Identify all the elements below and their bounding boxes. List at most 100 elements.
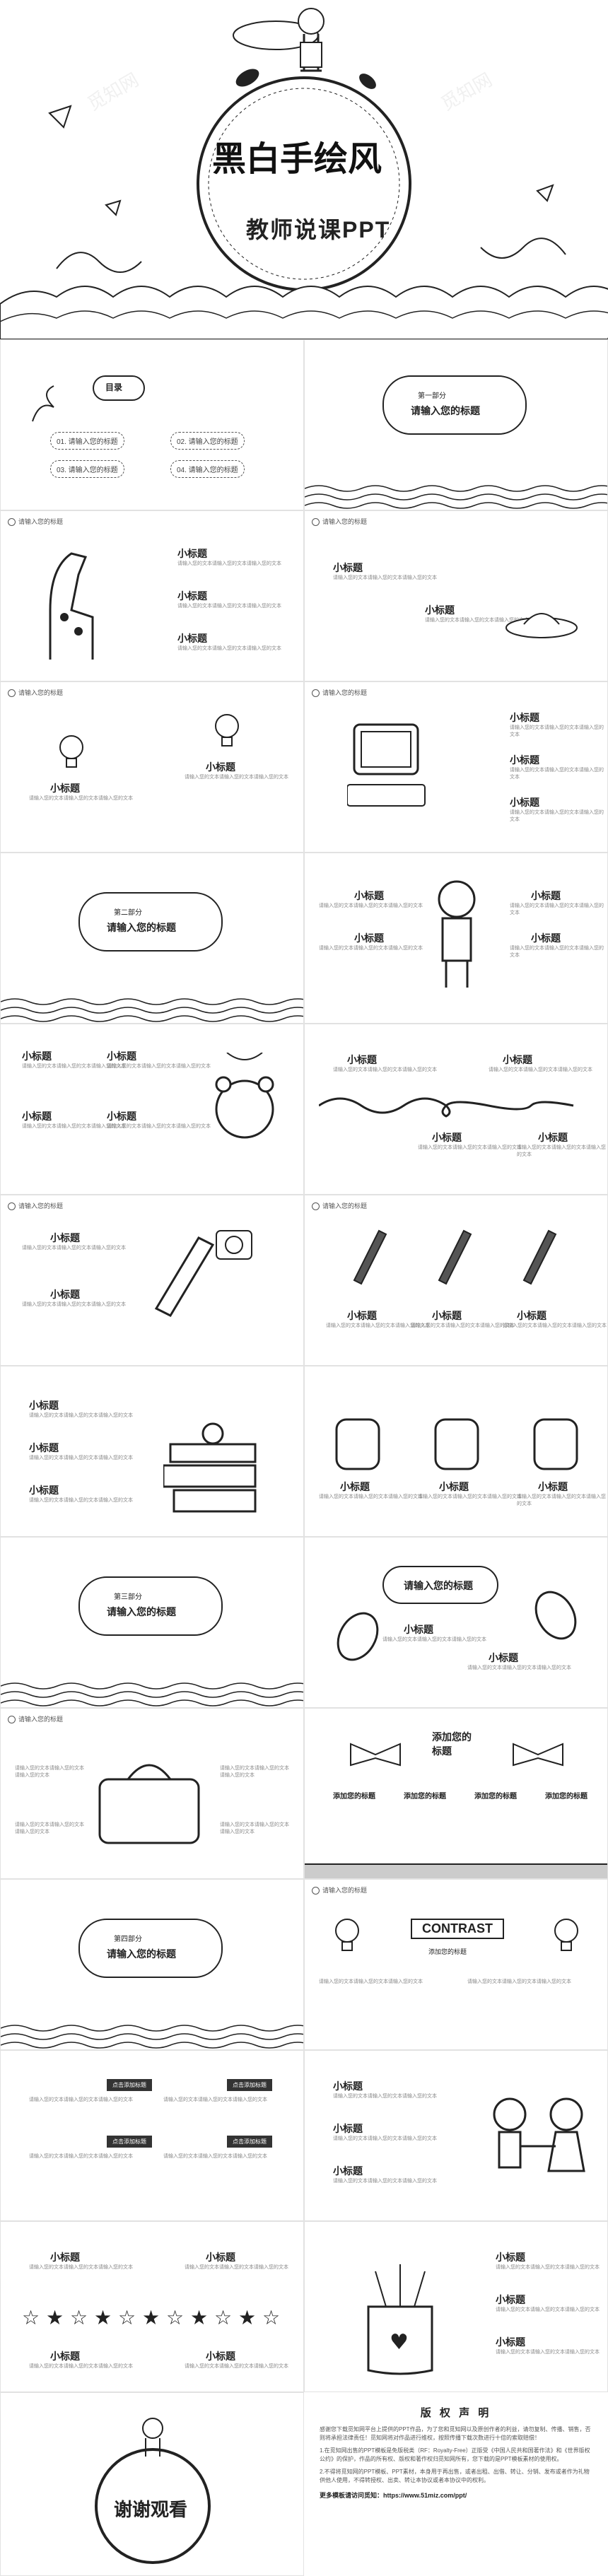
lightbulb-icon — [215, 714, 239, 747]
body-text: 请输入您的文本请输入您的文本请输入您的文本 — [326, 1323, 430, 1328]
body-text: 请输入您的文本请输入您的文本请输入您的文本 — [177, 561, 281, 566]
body-text: 请输入您的文本请输入您的文本请输入您的文本 — [319, 946, 423, 951]
body-text: 请输入您的文本请输入您的文本请输入您的文本 — [411, 1323, 515, 1328]
body-text: 请输入您的文本请输入您的文本请输入您的文本 — [319, 903, 423, 908]
body-text: 请输入您的文本请输入您的文本请输入您的文本 — [467, 1979, 571, 1984]
subtitle: 小标题 — [496, 2336, 525, 2348]
wavy-line — [319, 1097, 574, 1118]
body-text: 请输入您的文本请输入您的文本请输入您的文本 — [333, 1067, 437, 1072]
subtitle: 小标题 — [50, 1232, 80, 1243]
body-text: 请输入您的文本请输入您的文本请输入您的文本 — [29, 1456, 133, 1460]
content-slide: 小标题 请输入您的文本请输入您的文本请输入您的文本 小标题 请输入您的文本请输入… — [304, 1366, 608, 1537]
body-text: 请输入您的文本请输入您的文本请输入您的文本 — [29, 2097, 133, 2102]
body-text: 请输入您的文本请输入您的文本请输入您的文本 — [185, 2364, 288, 2369]
subtitle: 小标题 — [177, 590, 207, 602]
toc-item[interactable]: 03. 请输入您的标题 — [50, 460, 124, 478]
wave-lines — [1, 1682, 303, 1706]
body-text: 请输入您的文本请输入您的文本请输入您的文本 — [177, 604, 281, 609]
body-text: 请输入您的文本请输入您的文本请输入您的文本 — [29, 2154, 133, 2159]
lightbulb-icon — [554, 1919, 578, 1951]
books-stack-illustration — [163, 1422, 257, 1513]
subtitle: 小标题 — [439, 1481, 469, 1492]
grass-ground — [305, 1863, 607, 1878]
subtitle: 小标题 — [340, 1481, 370, 1492]
presentation-title: 黑白手绘风 — [212, 139, 382, 179]
section-slide-4: 第四部分 请输入您的标题 — [0, 1879, 304, 2050]
tag-label: 点击添加标题 — [227, 2079, 272, 2091]
subtitle: 小标题 — [503, 1054, 532, 1065]
mini-heading: 请输入您的标题 — [312, 688, 367, 697]
body-text: 请输入您的文本请输入您的文本请输入您的文本 — [29, 2265, 133, 2270]
subtitle: 小标题 — [432, 1132, 462, 1143]
content-slide: 小标题 请输入您的文本请输入您的文本请输入您的文本 小标题 请输入您的文本请输入… — [304, 853, 608, 1024]
body-text: 请输入您的文本请输入您的文本请输入您的文本 — [510, 903, 604, 915]
copyright-title: 版 权 声 明 — [420, 2407, 492, 2419]
body-text: 请输入您的文本请输入您的文本请输入您的文本 — [220, 1822, 289, 1834]
content-slide: 请输入您的标题 小标题 请输入您的文本请输入您的文本请输入您的文本 小标题 请输… — [0, 1195, 304, 1366]
subtitle: 小标题 — [29, 1442, 59, 1453]
subtitle: 小标题 — [538, 1481, 568, 1492]
svg-text:♥: ♥ — [390, 2330, 409, 2355]
kids-holding-hands-illustration — [493, 2097, 585, 2172]
backpack-icon — [533, 1418, 578, 1470]
body-text: 请输入您的文本请输入您的文本请输入您的文本 — [22, 1246, 126, 1251]
subtitle: 小标题 — [50, 2350, 80, 2362]
more-templates-link[interactable]: 更多模板请访问觅知：https://www.51miz.com/ppt/ — [320, 2490, 592, 2500]
subtitle: 小标题 — [517, 1310, 546, 1321]
content-slide: 小标题 请输入您的文本请输入您的文本请输入您的文本 小标题 请输入您的文本请输入… — [304, 2050, 608, 2221]
leaf-icon — [534, 1591, 577, 1640]
leaf-icon — [337, 1612, 379, 1661]
subtitle: 添加您的标题 — [474, 1793, 517, 1801]
body-text: 请输入您的文本请输入您的文本请输入您的文本 — [29, 1413, 133, 1418]
copyright-paragraph: 1.在觅知网出售的PPT模板是免版税类（RF：Royalty-Free）正版受《… — [320, 2447, 590, 2462]
subtitle: 小标题 — [531, 932, 561, 944]
body-text: 请输入您的文本请输入您的文本请输入您的文本 — [333, 2094, 437, 2099]
body-text: 请输入您的文本请输入您的文本请输入您的文本 — [220, 1766, 289, 1778]
subtitle: 小标题 — [538, 1132, 568, 1143]
link-url[interactable]: https://www.51miz.com/ppt/ — [383, 2492, 467, 2499]
toc-item[interactable]: 02. 请输入您的标题 — [170, 432, 245, 450]
mini-heading: 请输入您的标题 — [312, 1201, 367, 1210]
subtitle: 小标题 — [496, 2252, 525, 2263]
wave-lines — [305, 485, 607, 509]
section-title: 请输入您的标题 — [107, 1606, 176, 1617]
bear-illustration — [215, 1053, 274, 1139]
toc-item[interactable]: 01. 请输入您的标题 — [50, 432, 124, 450]
content-slide: 小标题 请输入您的文本请输入您的文本请输入您的文本 小标题 请输入您的文本请输入… — [0, 1366, 304, 1537]
content-slide: 添加您的 标题 添加您的标题 添加您的标题 添加您的标题 添加您的标题 — [304, 1708, 608, 1879]
lightbulb-icon — [59, 735, 83, 768]
body-text: 请输入您的文本请输入您的文本请输入您的文本 — [177, 646, 281, 651]
mini-heading: 请输入您的标题 — [312, 517, 367, 526]
svg-text:☆ ★ ☆ ★ ☆ ★ ☆ ★ ☆ ★ ☆: ☆ ★ ☆ ★ ☆ ★ ☆ ★ ☆ ★ ☆ — [22, 2306, 280, 2329]
subtitle: 添加您的标题 — [545, 1793, 587, 1801]
content-slide: 请输入您的标题 小标题 请输入您的文本请输入您的文本请输入您的文本 小标题 请输… — [304, 1537, 608, 1708]
thanks-text: 谢谢观看 — [114, 2500, 188, 2521]
copyright-paragraph: 感谢您下载觅知网平台上提供的PPT作品，为了您和觅知网以及原创作者的利益，请勿复… — [320, 2426, 591, 2441]
subtitle: 小标题 — [333, 2080, 363, 2092]
body-text: 请输入您的文本请输入您的文本请输入您的文本 — [163, 2097, 267, 2102]
content-slide: 请输入您的标题 请输入您的文本请输入您的文本请输入您的文本 请输入您的文本请输入… — [0, 1708, 304, 1879]
body-text: 请输入您的文本请输入您的文本请输入您的文本 — [510, 768, 604, 780]
subtitle: 小标题 — [432, 1310, 462, 1321]
section-label: 第一部分 — [418, 392, 446, 400]
subtitle: 小标题 — [29, 1485, 59, 1496]
subtitle: 小标题 — [354, 932, 384, 944]
content-slide: 点击添加标题 点击添加标题 请输入您的文本请输入您的文本请输入您的文本 请输入您… — [0, 2050, 304, 2221]
toc-item[interactable]: 04. 请输入您的标题 — [170, 460, 245, 478]
body-text: 请输入您的文本请输入您的文本请输入您的文本 — [29, 2364, 133, 2369]
pencil-icon — [353, 1229, 387, 1285]
body-text: 请输入您的文本请输入您的文本请输入您的文本 — [22, 1064, 126, 1069]
wave-lines — [1, 998, 303, 1022]
subtitle: 小标题 — [333, 2165, 363, 2177]
copyright-paragraph: 2.不得将觅知网的PPT模板、PPT素材，本身用于再出售，或者出租、出借、转让、… — [320, 2469, 590, 2483]
mini-heading: 请输入您的标题 — [8, 1201, 63, 1210]
camera-icon — [216, 1230, 252, 1260]
subtitle: 小标题 — [510, 754, 539, 766]
section-title: 请输入您的标题 — [404, 1580, 473, 1591]
body-text: 请输入您的文本请输入您的文本请输入您的文本 — [333, 2136, 437, 2141]
section-slide-1: 第一部分 请输入您的标题 — [304, 339, 608, 510]
swirl-icon — [32, 385, 54, 422]
body-text: 请输入您的文本请输入您的文本请输入您的文本 — [418, 1494, 522, 1499]
subtitle: 小标题 — [425, 604, 455, 616]
wave-lines — [1, 2025, 303, 2049]
